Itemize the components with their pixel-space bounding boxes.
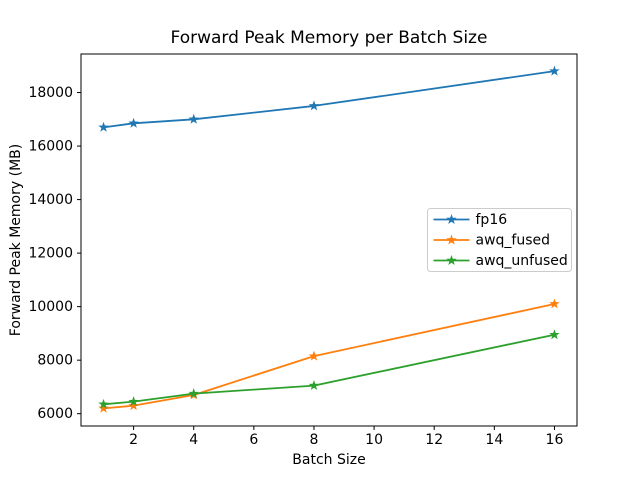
data-point-marker-fp16 [128,117,139,128]
legend: fp16 awq_fused awq_unfused [427,208,572,272]
y-axis-label: Forward Peak Memory (MB) [8,144,24,336]
x-tick-label: 14 [485,432,503,448]
x-tick-label: 10 [365,432,383,448]
y-tick-label: 12000 [28,246,73,262]
legend-label: awq_fused [476,233,551,249]
y-tick-label: 16000 [28,139,73,155]
x-tick-label: 6 [249,432,258,448]
data-point-marker-awq_fused [98,402,109,413]
data-point-marker-awq_unfused [308,380,320,391]
x-tick-label: 2 [129,432,138,448]
legend-label: awq_unfused [476,253,568,269]
chart-title: Forward Peak Memory per Batch Size [171,28,488,48]
series-awq_fused [98,298,560,413]
x-tick-label: 4 [189,432,198,448]
legend-marker-sample [446,234,457,245]
legend-marker-sample [446,214,457,224]
y-tick-label: 14000 [28,192,73,208]
x-tick-label: 16 [546,432,564,448]
legend-entry-awq_unfused: awq_unfused [433,253,568,269]
data-point-marker-awq_fused [549,298,560,309]
series-line-awq_fused [103,303,555,410]
x-tick-label: 8 [310,432,319,448]
axes-spines [80,53,578,427]
series-line-awq_unfused [103,333,555,406]
legend-label: fp16 [476,212,508,228]
legend-box [427,208,572,272]
data-point-marker-awq_fused [128,400,139,411]
data-point-marker-fp16 [549,65,560,76]
x-axis-label: Batch Size [292,452,365,468]
data-point-marker-awq_unfused [98,398,109,409]
legend-entry-awq_fused: awq_fused [433,233,551,249]
y-tick-label: 18000 [28,85,73,101]
y-tick-label: 10000 [28,299,73,315]
data-point-marker-awq_unfused [188,388,199,399]
data-point-marker-awq_unfused [128,396,139,407]
data-point-marker-fp16 [188,113,199,124]
y-tick-label: 8000 [37,353,73,369]
y-tick-label: 6000 [37,406,73,422]
data-point-marker-fp16 [308,100,320,111]
data-point-marker-awq_unfused [549,329,560,340]
legend-marker-sample [446,255,457,265]
series-fp16 [98,65,560,132]
data-point-marker-awq_fused [308,350,320,361]
legend-entry-fp16: fp16 [433,212,508,228]
y-axis: 6000 8000 10000 12000 14000 16000 18000Forward… [8,85,81,422]
data-point-marker-fp16 [98,121,109,132]
series-awq_unfused [98,329,560,409]
series-line-fp16 [103,70,555,129]
x-tick-label: 12 [425,432,443,448]
